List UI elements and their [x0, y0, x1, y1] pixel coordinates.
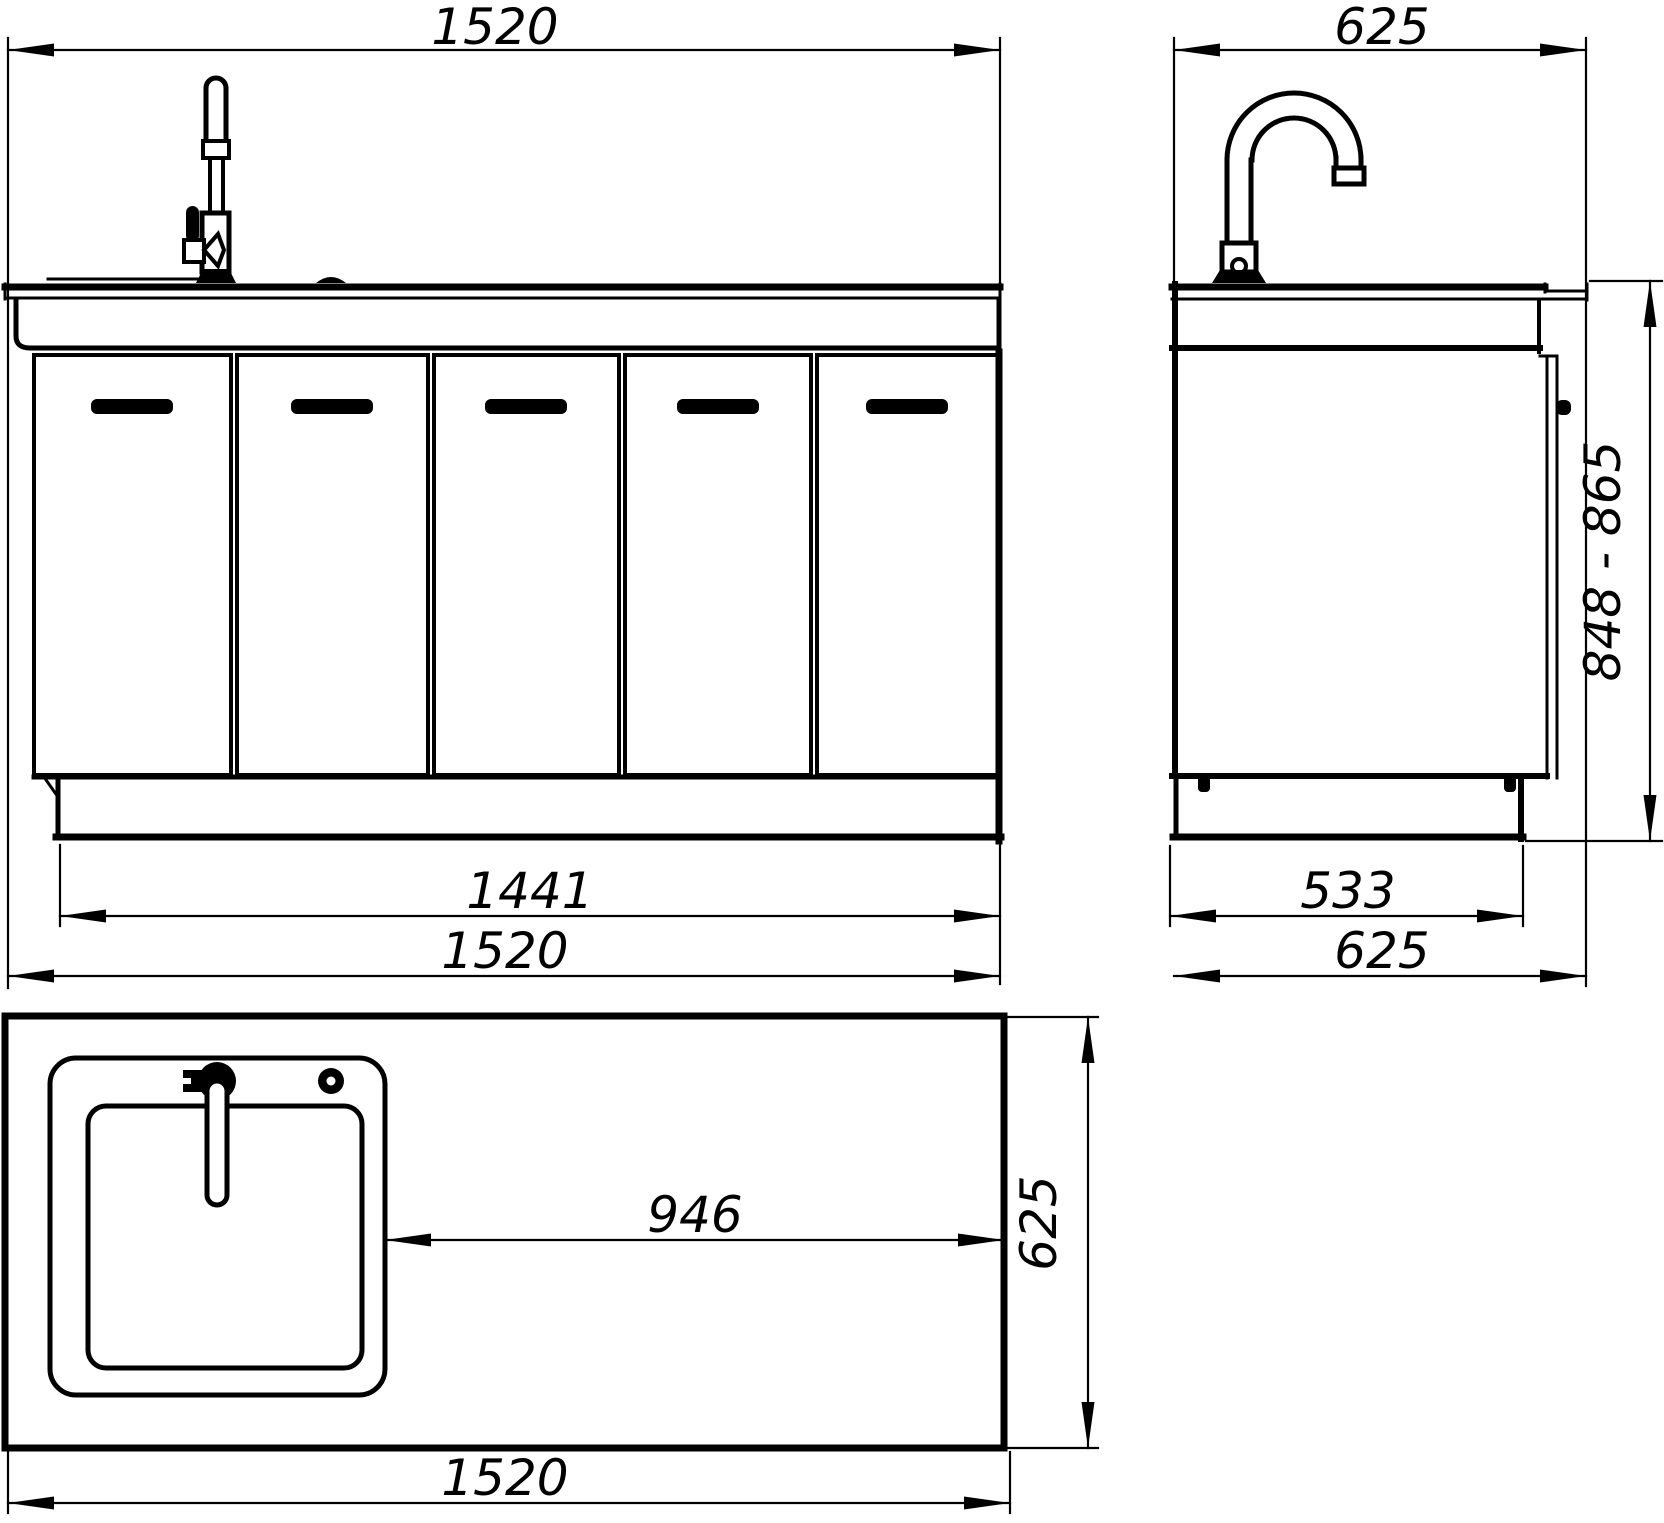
dimension-side-height-range: 848 - 865	[1574, 279, 1657, 843]
door-4	[623, 353, 813, 777]
dimension-side-depth-top: 625	[1172, 0, 1588, 57]
dimension-front-width-bottom: 1520	[6, 922, 1002, 983]
side-carcass	[1169, 281, 1550, 779]
gooseneck-faucet-icon	[1212, 90, 1367, 283]
dim-front-width-top-label: 1520	[431, 0, 558, 56]
faucet-spout-plan	[204, 1078, 230, 1208]
front-countertop	[1, 282, 1004, 301]
door-3-handle	[485, 399, 567, 414]
dim-plan-depth-label: 625	[1010, 1175, 1068, 1270]
front-extension-lines	[6, 36, 1002, 990]
door-3	[432, 353, 621, 777]
door-1	[32, 353, 233, 777]
dim-plan-width-label: 1520	[441, 1449, 568, 1507]
front-view: 1520	[1, 0, 1005, 990]
door-5	[815, 353, 1000, 777]
dimension-plan-offset: 946	[383, 1186, 1006, 1247]
dimension-plan-depth: 625	[1006, 1015, 1100, 1450]
side-plinth	[1169, 773, 1527, 842]
door-4-handle	[677, 399, 759, 414]
dim-side-plinth-depth-label: 533	[1300, 862, 1395, 920]
side-feet	[1198, 776, 1516, 792]
tap-hole-center	[326, 1076, 336, 1086]
side-apron	[1169, 298, 1543, 354]
side-view: 625	[1168, 0, 1664, 988]
front-plinth	[41, 774, 1005, 841]
dimension-front-plinth-width: 1441	[58, 862, 1002, 923]
faucet-front-icon	[182, 75, 236, 283]
side-countertop	[1168, 282, 1589, 302]
door-1-handle	[91, 399, 173, 414]
dim-side-depth-bottom-label: 625	[1334, 922, 1429, 980]
door-2-handle	[291, 399, 373, 414]
dimension-front-width-top: 1520	[6, 0, 1002, 57]
side-door-panel	[1538, 354, 1571, 780]
door-5-handle	[866, 399, 948, 414]
door-2	[235, 353, 430, 777]
plan-sink	[47, 1055, 388, 1398]
hinge-knob	[1556, 400, 1571, 415]
dimension-side-depth-bottom: 625	[1172, 922, 1588, 983]
side-extension-lines	[1168, 36, 1664, 988]
dim-front-width-bottom-label: 1520	[441, 922, 568, 980]
front-doors	[31, 348, 1003, 845]
dim-side-depth-top-label: 625	[1334, 0, 1429, 56]
front-apron	[13, 297, 1002, 355]
dispenser-dome	[316, 277, 346, 283]
mixer-notch	[183, 1078, 191, 1084]
dim-side-height-range-label: 848 - 865	[1574, 441, 1632, 682]
dimension-plan-width: 1520	[6, 1449, 1012, 1515]
plan-view: 946 625 1520	[1, 1012, 1100, 1515]
dim-front-plinth-width-label: 1441	[466, 862, 593, 920]
dimension-side-plinth-depth: 533	[1168, 862, 1525, 923]
dim-plan-offset-label: 946	[647, 1186, 742, 1244]
